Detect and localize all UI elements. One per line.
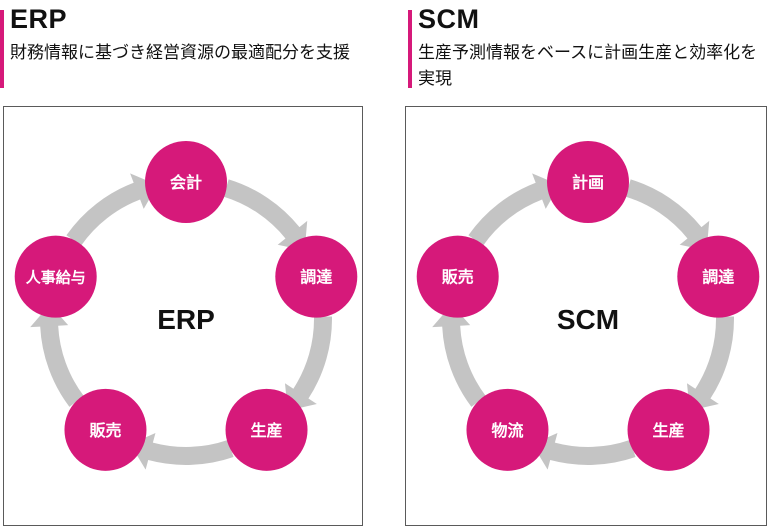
node-circle <box>14 235 97 318</box>
cycle-node: 生産 <box>627 388 710 471</box>
cycle-node: 販売 <box>416 235 499 318</box>
cycle-node: 人事給与 <box>14 235 97 318</box>
cycle-node: 計画 <box>547 141 629 223</box>
erp-diagram: 会計調達生産 販売 人事給与 ERP <box>3 106 363 526</box>
node-circle <box>466 388 549 471</box>
cycle-arrow <box>66 173 158 246</box>
scm-description: 生産予測情報をベースに計画生産と効率化を実現 <box>418 43 758 89</box>
cycle-node: 生産 <box>225 388 308 471</box>
scm-center-label: SCM <box>557 304 619 335</box>
node-label: 調達 <box>702 268 734 287</box>
node-label: 生産 <box>653 421 685 440</box>
cycle-arrow <box>130 432 234 470</box>
cycle-node: 販売 <box>64 388 147 471</box>
node-circle <box>145 141 227 223</box>
node-label: 計画 <box>572 173 604 192</box>
node-circle <box>275 235 358 318</box>
erp-description: 財務情報に基づき経営資源の最適配分を支援 <box>10 43 350 63</box>
node-label: 販売 <box>89 421 121 440</box>
node-circle <box>225 388 308 471</box>
node-label: 物流 <box>491 421 523 440</box>
cycle-node: 会計 <box>145 141 227 223</box>
cycle-node: 調達 <box>275 235 358 318</box>
cycle-arrow <box>686 316 734 411</box>
cycle-arrow <box>284 316 332 411</box>
scm-diagram: 計画調達生産 物流 販売 SCM <box>405 106 767 526</box>
node-circle <box>416 235 499 318</box>
node-circle <box>627 388 710 471</box>
accent-bar <box>408 10 412 88</box>
cycle-arrow <box>532 432 636 470</box>
node-circle <box>677 235 760 318</box>
cycle-arrow <box>432 304 486 407</box>
cycle-arrow <box>625 179 710 251</box>
node-label: 生産 <box>251 421 283 440</box>
node-circle <box>64 388 147 471</box>
cycle-node: 物流 <box>466 388 549 471</box>
erp-title: ERP <box>10 4 68 34</box>
node-label: 会計 <box>170 173 202 192</box>
erp-center-label: ERP <box>157 304 215 335</box>
node-label: 人事給与 <box>26 269 86 287</box>
scm-title: SCM <box>418 4 480 34</box>
node-label: 調達 <box>300 268 332 287</box>
cycle-arrow <box>30 304 84 407</box>
cycle-arrow <box>223 179 308 251</box>
accent-bar <box>0 10 4 88</box>
cycle-arrow <box>468 173 560 246</box>
node-label: 販売 <box>442 268 474 287</box>
cycle-node: 調達 <box>677 235 760 318</box>
node-circle <box>547 141 629 223</box>
